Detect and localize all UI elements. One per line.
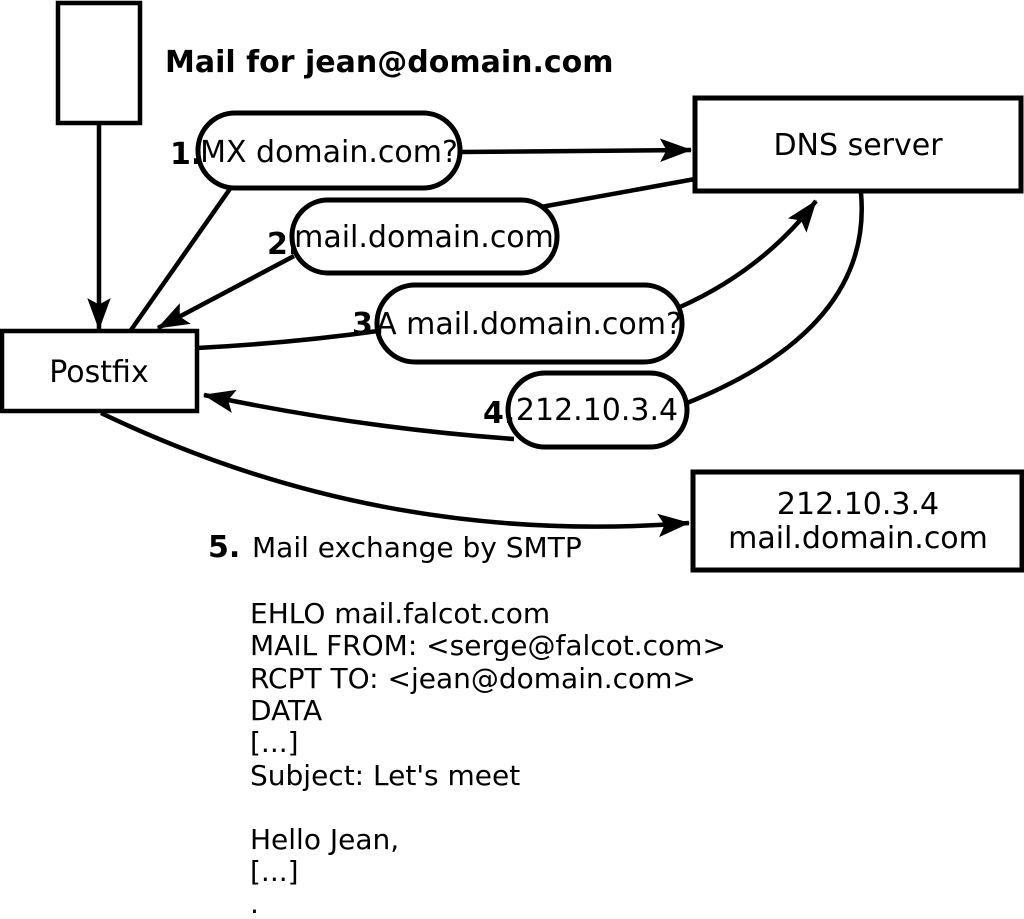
smtp-session-block: EHLO mail.falcot.com MAIL FROM: <serge@f…	[250, 597, 726, 919]
step1-label: MX domain.com?	[200, 135, 458, 170]
step2-label: mail.domain.com	[294, 220, 554, 255]
smtp-line: EHLO mail.falcot.com	[250, 597, 550, 630]
step1-pill	[195, 110, 463, 191]
connector-postfix-to-step1	[129, 184, 234, 332]
postfix-box	[0, 328, 200, 414]
arrow-step4-to-postfix	[202, 389, 515, 442]
step5-label: Mail exchange by SMTP	[252, 531, 582, 564]
step5-number: 5.	[208, 530, 240, 565]
step1-number: 1.	[170, 137, 202, 172]
step2-pill	[289, 197, 560, 276]
mail-server-ip-label: 212.10.3.4	[777, 487, 939, 522]
connector-dns-to-step2	[540, 176, 696, 210]
dns-server-box	[692, 95, 1024, 194]
smtp-line: RCPT TO: <jean@domain.com>	[250, 662, 696, 695]
arrow-postfix-to-mail-server	[100, 410, 691, 538]
diagram-title: Mail for jean@domain.com	[165, 45, 614, 80]
mail-server-host-label: mail.domain.com	[728, 521, 988, 556]
smtp-line: [...]	[250, 726, 299, 759]
postfix-label: Postfix	[49, 355, 148, 390]
step3-label: A mail.domain.com?	[376, 307, 682, 342]
smtp-line: Subject: Let's meet	[250, 759, 520, 792]
smtp-line: MAIL FROM: <serge@falcot.com>	[250, 629, 726, 662]
arrow-step1-to-dns	[459, 138, 693, 163]
connector-postfix-to-step3	[196, 328, 379, 351]
step4-pill	[505, 370, 690, 450]
message-envelope-box	[55, 0, 143, 126]
smtp-line: [...]	[250, 855, 299, 888]
step3-pill	[374, 282, 685, 365]
smtp-line: Hello Jean,	[250, 823, 399, 856]
arrow-step2-to-postfix	[156, 254, 296, 330]
step3-number: 3.	[352, 307, 384, 342]
step4-number: 4.	[483, 396, 515, 431]
smtp-line: DATA	[250, 694, 322, 727]
step2-number: 2.	[267, 227, 299, 262]
dns-server-label: DNS server	[773, 128, 943, 163]
arrow-step3-to-dns	[679, 199, 818, 310]
step4-label: 212.10.3.4	[516, 393, 678, 428]
connector-dns-to-step4	[686, 192, 864, 406]
mail-server-box	[690, 469, 1024, 573]
smtp-line: .	[250, 887, 259, 919]
